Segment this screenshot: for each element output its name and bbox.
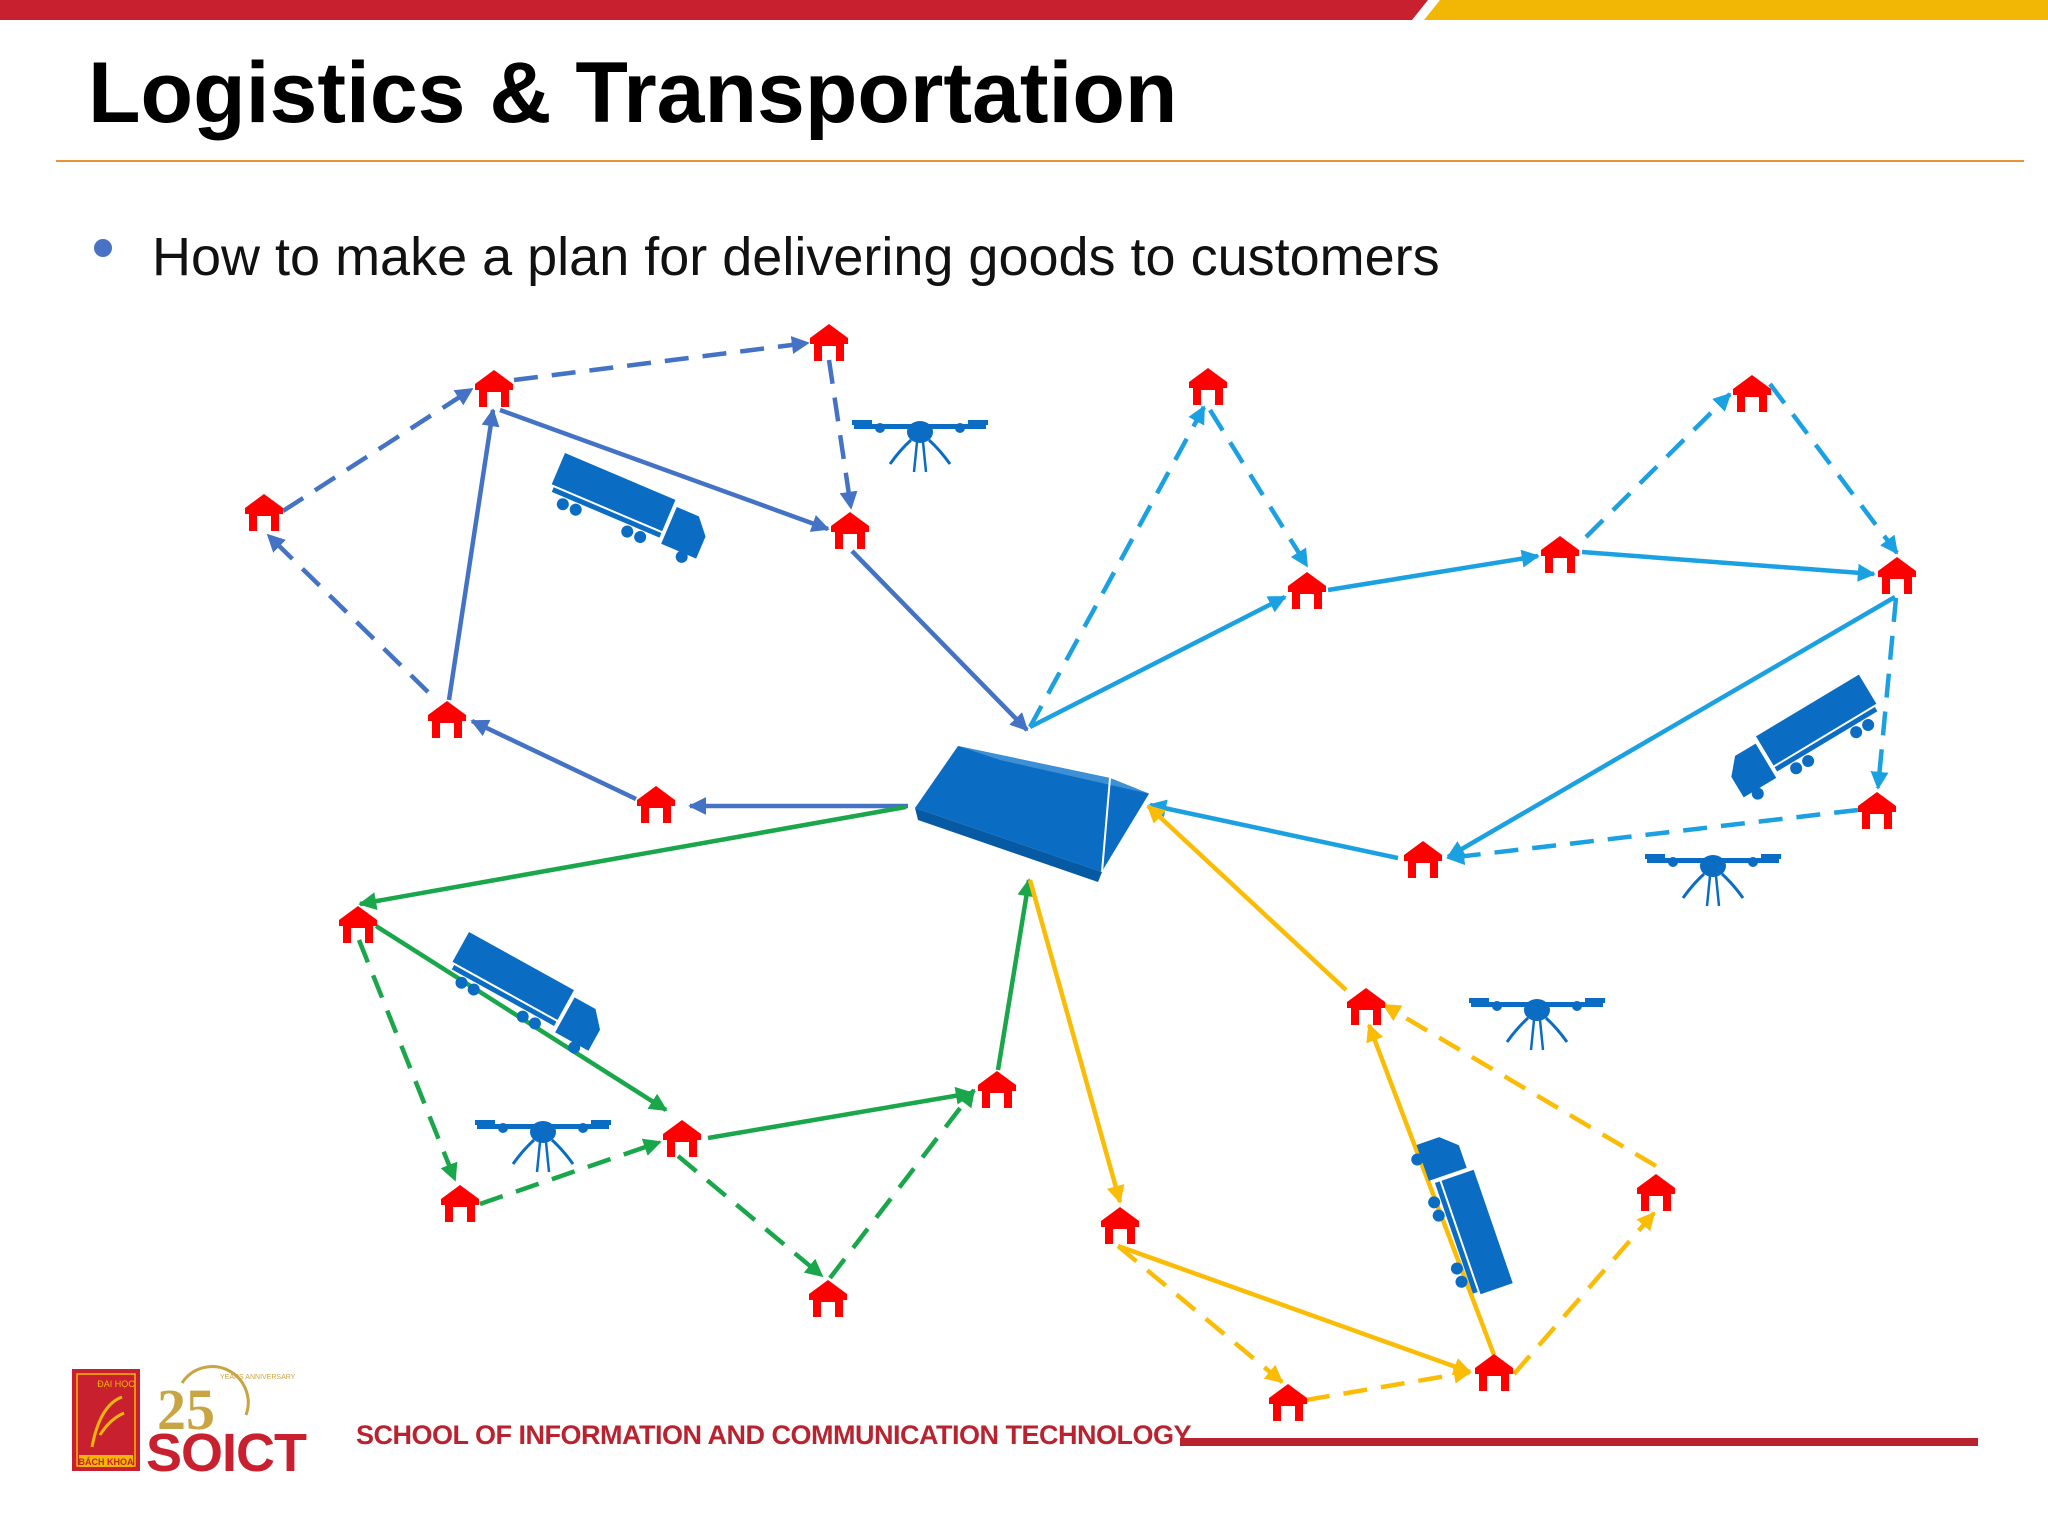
seal-top-text: ĐẠI HỌC [97, 1379, 135, 1389]
brand-text: SOICT [146, 1423, 307, 1475]
route-edge [356, 939, 458, 1182]
customer-house-icon [637, 786, 675, 823]
route-dark-blue-drone [266, 336, 858, 694]
route-edge [266, 533, 430, 694]
route-edge [1870, 597, 1899, 790]
route-edge [826, 359, 858, 510]
route-yellow-drone [1116, 1003, 1658, 1403]
route-edge [470, 718, 637, 802]
route-edge [281, 387, 474, 513]
customer-house-icon [1541, 536, 1579, 573]
customer-house-icon [663, 1120, 701, 1157]
route-edge [499, 407, 830, 532]
customer-house-icon [1878, 557, 1916, 594]
anniversary-number: 25 [157, 1377, 215, 1442]
route-edge [676, 1154, 824, 1278]
route-edge [1327, 549, 1540, 593]
bullet-dot-icon [94, 239, 112, 257]
customer-house-icon [809, 1280, 847, 1317]
customer-house-icon [1733, 375, 1771, 412]
route-dark-blue [446, 407, 1029, 815]
route-edge [1208, 408, 1309, 568]
truck-icon [441, 932, 611, 1060]
customer-house-icon [441, 1185, 479, 1222]
route-edge [358, 804, 907, 911]
route-edge [1382, 1003, 1658, 1168]
bullet-text: How to make a plan for delivering goods … [152, 227, 1440, 287]
customer-house-icon [475, 370, 513, 407]
customer-house-icon [1475, 1354, 1513, 1391]
depot-warehouse-icon [915, 746, 1151, 882]
truck-icon [543, 453, 715, 568]
slide-title: Logistics & Transportation [88, 45, 1178, 141]
customer-house-icon [1269, 1384, 1307, 1421]
drone-icon [1643, 852, 1783, 908]
top-color-bar [0, 0, 2048, 20]
route-edge [1148, 799, 1399, 861]
drone-icon [1467, 996, 1607, 1052]
customer-house-icon [245, 494, 283, 531]
customer-house-icon [1288, 572, 1326, 609]
route-edge [1028, 594, 1287, 730]
route-edge [1117, 1243, 1472, 1376]
route-edge [1446, 595, 1897, 859]
route-edge [513, 336, 810, 383]
route-green [358, 804, 1036, 1141]
truck-icon [1720, 674, 1888, 807]
route-edge [479, 1138, 662, 1207]
drone-icon [850, 418, 990, 474]
footer-divider [1180, 1438, 1978, 1446]
route-edge [1028, 405, 1206, 729]
route-edge [1366, 1023, 1497, 1356]
route-edge [828, 1088, 976, 1280]
route-edge [1027, 879, 1125, 1204]
route-edge [995, 878, 1036, 1071]
customer-house-icon [428, 701, 466, 738]
route-edge [1305, 1365, 1472, 1403]
customer-house-icon [1404, 841, 1442, 878]
route-green-drone [356, 939, 976, 1280]
customer-house-icon [810, 324, 848, 361]
route-light-blue [1028, 549, 1897, 861]
route-edge [446, 408, 500, 701]
school-name: SCHOOL OF INFORMATION AND COMMUNICATION … [356, 1420, 1191, 1450]
route-edge [1116, 1244, 1284, 1384]
route-edge [1581, 549, 1876, 582]
customer-house-icon [1637, 1174, 1675, 1211]
route-edge [1768, 382, 1899, 555]
customer-house-icon [1189, 368, 1227, 405]
route-edge [1584, 392, 1732, 539]
customer-house-icon [831, 512, 869, 549]
anniversary-arc-text: YEARS ANNIVERSARY [220, 1374, 296, 1381]
soict-logo: ĐẠI HỌC BÁCH KHOA 25 YEARS ANNIVERSARY S… [72, 1365, 308, 1475]
customer-house-icon [1101, 1207, 1139, 1244]
customer-house-icon [1347, 988, 1385, 1025]
route-edge [1146, 804, 1348, 992]
route-edge [707, 1086, 974, 1141]
route-light-blue-drone [1028, 382, 1899, 866]
route-edge [1446, 807, 1859, 866]
title-divider [56, 160, 2024, 162]
seal-bottom-text: BÁCH KHOA [79, 1457, 134, 1467]
customer-house-icon [1858, 792, 1896, 829]
customer-house-icon [339, 906, 377, 943]
customer-house-icon [978, 1071, 1016, 1108]
bullet-item: How to make a plan for delivering goods … [94, 222, 1440, 292]
route-edge [1512, 1211, 1656, 1376]
university-seal-icon [72, 1369, 140, 1471]
route-yellow [1027, 804, 1497, 1376]
truck-icon [1407, 1130, 1513, 1302]
route-edge [850, 549, 1029, 732]
